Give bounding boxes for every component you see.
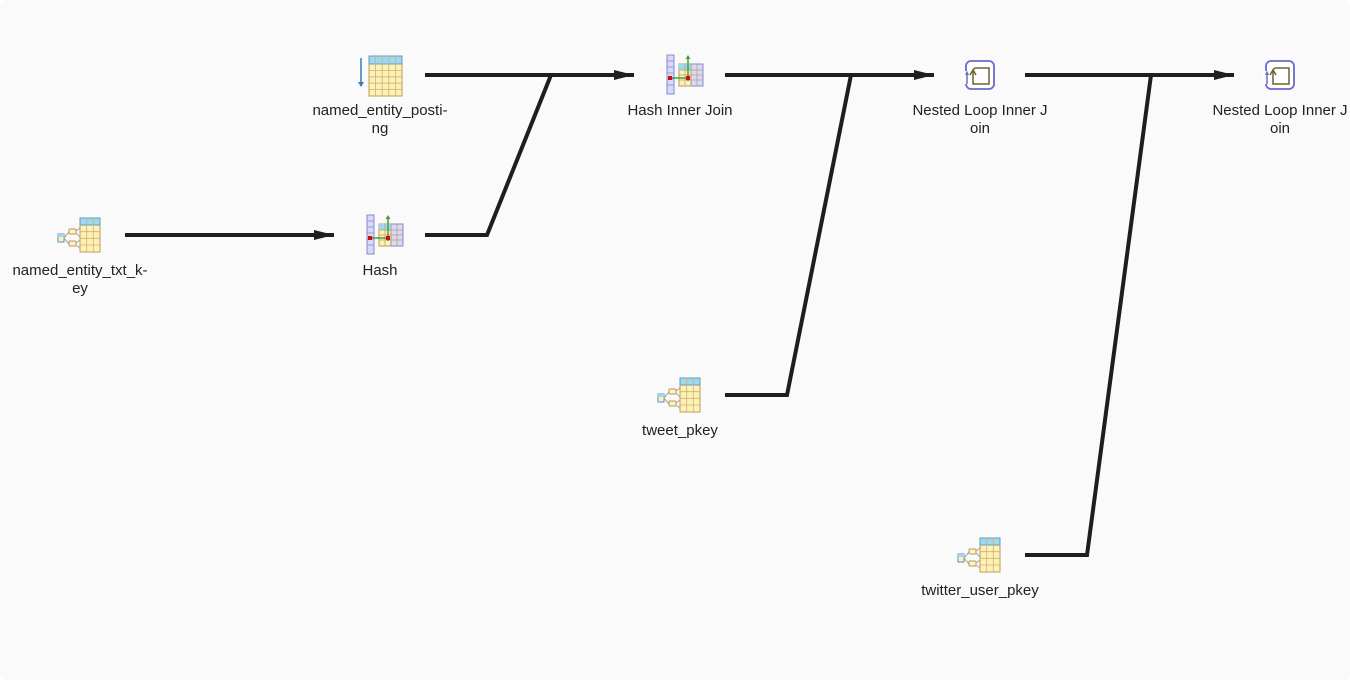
node-tweet-pkey[interactable]: tweet_pkey <box>610 371 750 440</box>
node-label: Hash <box>362 262 398 279</box>
edge-hash-to-hash-inner-join <box>425 74 553 237</box>
node-hash-inner-join[interactable]: Hash Inner Join <box>610 51 750 120</box>
node-nested-loop-inner-join-2[interactable]: Nested Loop Inner Join <box>1210 51 1350 138</box>
node-named-entity-txt-key[interactable]: named_entity_txt_k-ey <box>10 211 150 298</box>
node-named-entity-posting[interactable]: named_entity_posti-ng <box>310 51 450 138</box>
node-nested-loop-inner-join-1[interactable]: Nested Loop Inner Join <box>910 51 1050 138</box>
node-hash[interactable]: Hash <box>310 211 450 280</box>
edge-tweet-pkey-to-nested-loop-1 <box>725 74 853 397</box>
node-label: Hash Inner Join <box>627 102 733 119</box>
hash-icon <box>366 214 404 255</box>
index-scan-icon <box>57 217 101 253</box>
nested-loop-icon <box>963 60 995 90</box>
node-label: twitter_user_pkey <box>921 582 1039 599</box>
seq-scan-icon <box>358 55 403 97</box>
node-label: Nested Loop Inner Join <box>912 102 1048 137</box>
hash-join-icon <box>666 54 704 95</box>
node-label: named_entity_txt_k-ey <box>12 262 148 297</box>
node-label: Nested Loop Inner Join <box>1212 102 1348 137</box>
index-scan-icon <box>957 537 1001 573</box>
node-label: named_entity_posti-ng <box>312 102 448 137</box>
edge-twitter-user-pkey-to-nested-loop-2 <box>1025 74 1153 557</box>
node-twitter-user-pkey[interactable]: twitter_user_pkey <box>910 531 1050 600</box>
nested-loop-icon <box>1263 60 1295 90</box>
index-scan-icon <box>657 377 701 413</box>
node-label: tweet_pkey <box>642 422 718 439</box>
